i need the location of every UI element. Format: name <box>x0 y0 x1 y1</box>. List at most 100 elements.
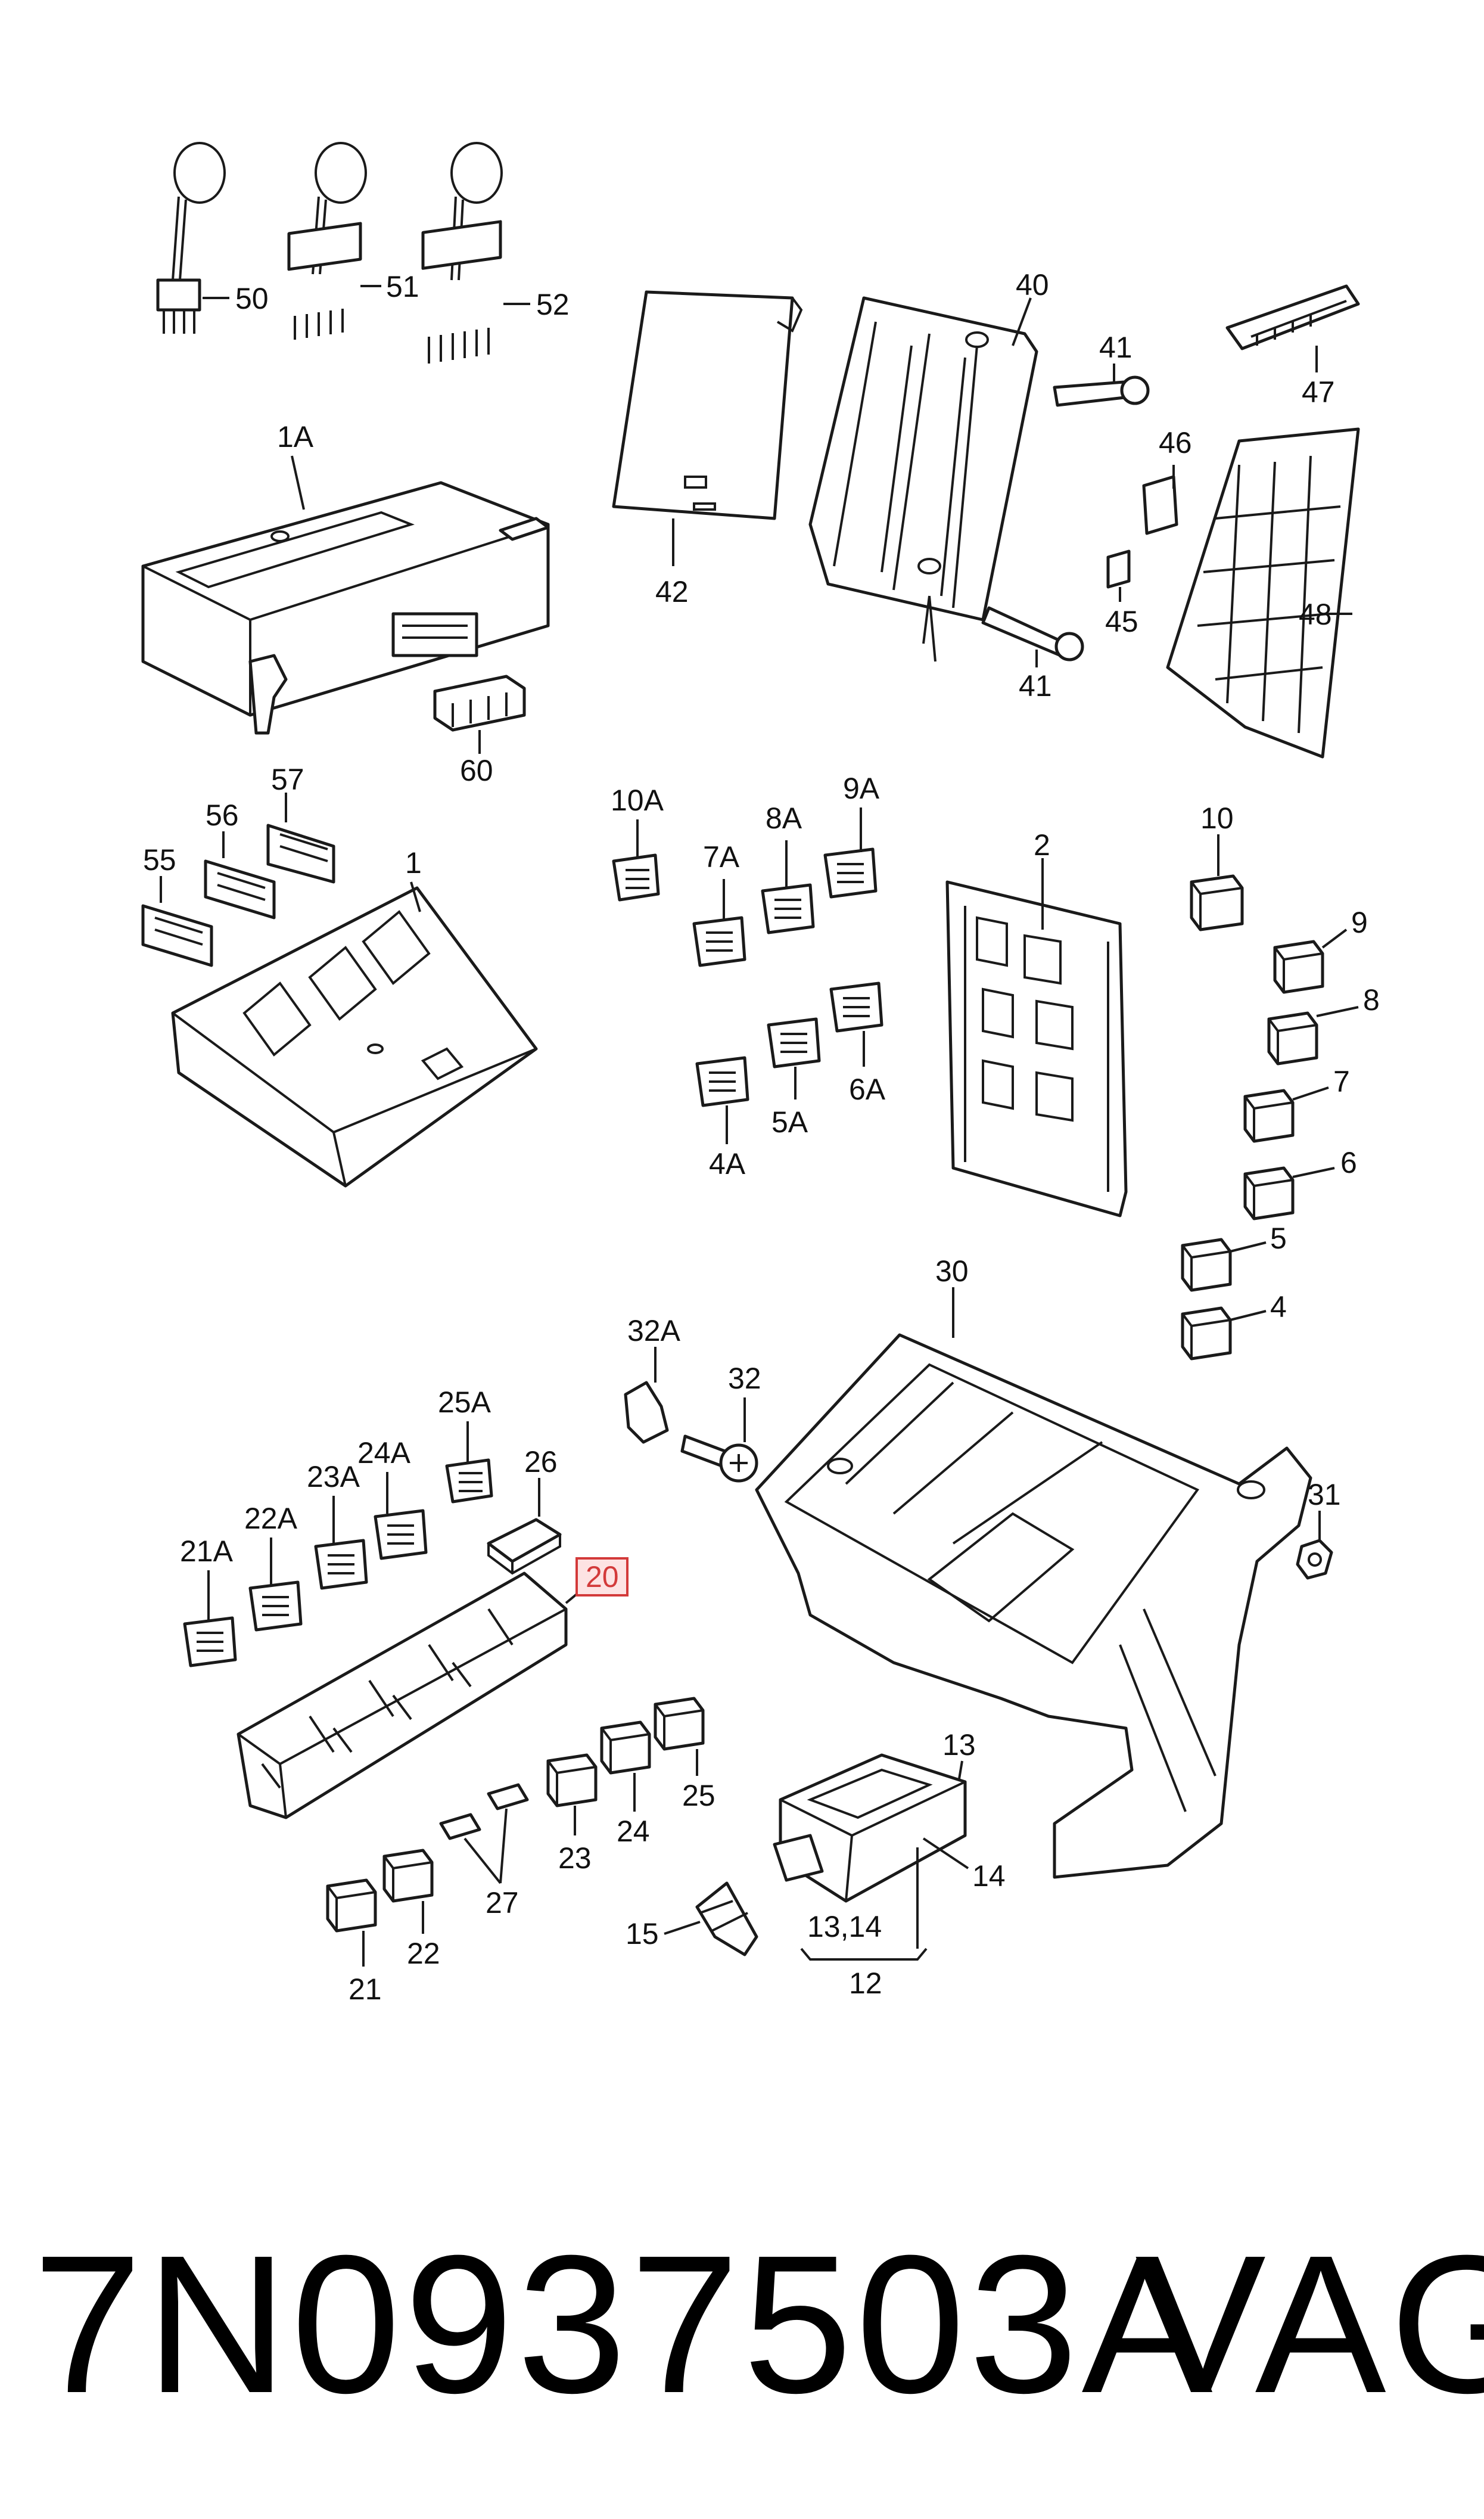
bracket-12 <box>800 1948 928 1961</box>
relay-plate-2 <box>945 858 1128 1217</box>
label-27: 27 <box>486 1886 519 1919</box>
relay-8 <box>1267 1006 1359 1066</box>
repair-wire-52 <box>421 142 530 364</box>
label-10: 10 <box>1200 802 1234 835</box>
control-unit-1a <box>141 455 550 735</box>
highlight-box[interactable] <box>575 1557 629 1596</box>
repair-wire-50 <box>156 142 229 334</box>
relay-carrier-40 <box>808 296 1038 662</box>
label-6: 6 <box>1340 1146 1357 1179</box>
relay-25 <box>654 1697 705 1776</box>
label-7a: 7A <box>703 840 740 874</box>
part-20-highlight[interactable]: 20 <box>575 1557 629 1596</box>
parts-diagram: 50 51 52 1A 60 42 40 <box>141 142 1380 2006</box>
label-24: 24 <box>617 1815 650 1848</box>
label-56: 56 <box>206 799 239 832</box>
label-50: 50 <box>235 282 269 315</box>
label-22a: 22A <box>244 1502 298 1535</box>
fuse-holder-4a <box>695 1056 749 1144</box>
label-15: 15 <box>626 1917 659 1950</box>
label-30: 30 <box>935 1254 969 1288</box>
brand-name: VAG <box>1135 2214 1484 2434</box>
label-24a: 24A <box>357 1436 411 1470</box>
label-41-bottom: 41 <box>1019 669 1052 703</box>
label-57: 57 <box>271 763 304 796</box>
label-48: 48 <box>1299 598 1332 631</box>
fuse-holder-10a <box>612 819 660 902</box>
fuse-holder-8a <box>761 840 815 934</box>
label-13: 13 <box>942 1728 976 1762</box>
fuse-holder-23a <box>314 1496 368 1590</box>
fuse-holder-5a <box>767 1017 821 1099</box>
label-1: 1 <box>405 846 422 880</box>
connector-55 <box>141 876 213 967</box>
relay-21 <box>326 1878 377 1967</box>
bracket-30 <box>755 1287 1312 1879</box>
clip-47 <box>1225 284 1360 372</box>
fuse-holder-21a <box>183 1570 237 1667</box>
part-number: 7N0937503A <box>33 2214 1217 2434</box>
label-31: 31 <box>1308 1478 1341 1511</box>
cover-26 <box>487 1478 562 1575</box>
fuse-holder-7a <box>692 879 746 967</box>
label-25a: 25A <box>438 1386 491 1419</box>
nut-31 <box>1296 1511 1333 1580</box>
relay-5 <box>1181 1238 1267 1292</box>
fuse-27 <box>439 1783 529 1884</box>
connector-56 <box>204 831 276 920</box>
fuse-holder-22a <box>248 1538 303 1632</box>
label-21: 21 <box>349 1973 382 2006</box>
label-20[interactable]: 20 <box>586 1560 619 1594</box>
label-23: 23 <box>558 1841 592 1875</box>
holder-15 <box>664 1881 758 1956</box>
label-1a: 1A <box>277 420 314 454</box>
label-5: 5 <box>1270 1222 1287 1255</box>
label-42: 42 <box>655 575 689 608</box>
label-23a: 23A <box>307 1460 360 1493</box>
label-51: 51 <box>386 270 419 303</box>
label-4: 4 <box>1270 1290 1287 1324</box>
label-21a: 21A <box>180 1535 234 1568</box>
label-45: 45 <box>1105 605 1138 638</box>
relay-9 <box>1273 928 1348 994</box>
label-8a: 8A <box>766 802 802 835</box>
relay-22 <box>382 1849 434 1934</box>
screw-41-top <box>1053 364 1150 407</box>
label-60: 60 <box>460 754 493 787</box>
fuse-45 <box>1106 549 1131 602</box>
label-52: 52 <box>536 288 570 321</box>
label-14: 14 <box>972 1859 1006 1893</box>
label-9a: 9A <box>843 772 880 805</box>
relay-holder-20 <box>237 1571 585 1819</box>
label-46: 46 <box>1159 426 1192 459</box>
fuse-holder-24a <box>374 1472 428 1560</box>
label-8: 8 <box>1363 983 1380 1017</box>
connector-57 <box>266 793 335 884</box>
control-unit-1 <box>171 881 538 1188</box>
footer: 7N0937503A VAG <box>0 2199 1484 2449</box>
label-32a: 32A <box>627 1314 681 1347</box>
label-26: 26 <box>524 1445 558 1479</box>
label-32: 32 <box>728 1362 761 1395</box>
fuse-46 <box>1142 465 1178 535</box>
label-55: 55 <box>143 843 176 877</box>
relay-23 <box>546 1753 598 1835</box>
label-41-top: 41 <box>1099 331 1133 364</box>
label-5a: 5A <box>771 1105 808 1139</box>
label-13-14: 13,14 <box>807 1910 882 1943</box>
connector-60 <box>433 675 526 754</box>
fuse-holder-25a <box>445 1421 493 1504</box>
control-unit-13 <box>773 1753 969 1903</box>
screw-41-bottom <box>981 606 1084 667</box>
label-25: 25 <box>682 1779 715 1812</box>
clip-32a <box>624 1347 669 1444</box>
relay-24 <box>600 1720 651 1812</box>
relay-7 <box>1243 1086 1329 1143</box>
cover-42 <box>612 290 803 566</box>
relay-10 <box>1190 834 1244 931</box>
fuse-holder-9a <box>823 807 878 899</box>
fuse-holder-6a <box>829 981 883 1067</box>
label-2: 2 <box>1034 828 1050 862</box>
label-40: 40 <box>1016 268 1049 302</box>
label-9: 9 <box>1351 906 1368 939</box>
